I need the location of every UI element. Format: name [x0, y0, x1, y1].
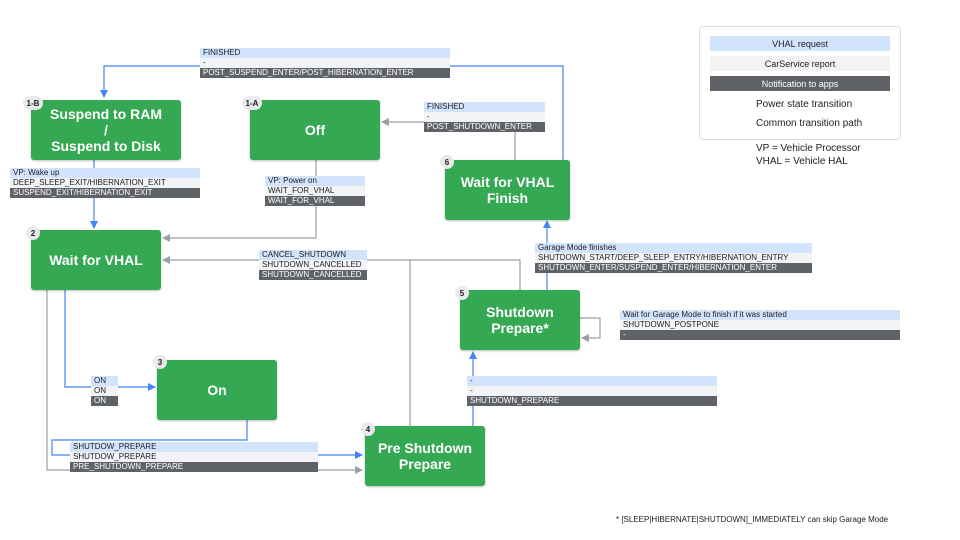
- label-garage-finish: Garage Mode finishes SHUTDOWN_START/DEEP…: [535, 243, 812, 273]
- state-pre-shutdown-line1: Pre Shutdown: [377, 440, 473, 456]
- state-shutdown-prepare-line2: Prepare*: [491, 320, 549, 336]
- label-off-finished: FINISHED - POST_SHUTDOWN_ENTER: [424, 102, 545, 132]
- abbrev-vhal: VHAL = Vehicle HAL: [756, 156, 848, 167]
- state-suspend-line3: Suspend to Disk: [51, 138, 161, 154]
- state-wait-for-vhal-badge: 2: [26, 226, 40, 240]
- state-pre-shutdown-prepare: Pre Shutdown Prepare: [365, 426, 485, 486]
- label-pre-shutdown: SHUTDOW_PREPARE SHUTDOW_PREPARE PRE_SHUT…: [70, 442, 318, 472]
- app-notification: SHUTDOWN_ENTER/SUSPEND_ENTER/HIBERNATION…: [535, 263, 812, 273]
- vhal-request: CANCEL_SHUTDOWN: [259, 250, 367, 260]
- state-off: Off: [250, 100, 380, 160]
- carservice-report: WAIT_FOR_VHAL: [265, 186, 365, 196]
- app-notification: SUSPEND_EXIT/HIBERNATION_EXIT: [10, 188, 200, 198]
- vhal-request: VP: Power on: [265, 176, 365, 186]
- state-suspend-line2: /: [104, 122, 108, 138]
- state-shutdown-prepare-badge: 5: [455, 286, 469, 300]
- state-wait-for-vhal: Wait for VHAL: [31, 230, 161, 290]
- state-wait-finish-line2: Finish: [486, 190, 529, 206]
- app-notification: POST_SHUTDOWN_ENTER: [424, 122, 545, 132]
- legend-power-state-transition: Power state transition: [756, 99, 853, 110]
- carservice-report: SHUTDOWN_CANCELLED: [259, 260, 367, 270]
- state-shutdown-prepare: Shutdown Prepare*: [460, 290, 580, 350]
- state-suspend-badge: 1-B: [23, 96, 43, 110]
- app-notification: -: [620, 330, 900, 340]
- state-suspend-line1: Suspend to RAM: [50, 106, 162, 122]
- legend: VHAL request CarService report Notificat…: [699, 26, 901, 140]
- carservice-report: SHUTDOWN_START/DEEP_SLEEP_ENTRY/HIBERNAT…: [535, 253, 812, 263]
- edge-wait-to-on: [64, 290, 156, 391]
- carservice-report: SHUTDOW_PREPARE: [70, 452, 318, 462]
- legend-notification: Notification to apps: [710, 76, 890, 91]
- state-on-label: On: [207, 382, 227, 398]
- carservice-report: ON: [91, 386, 118, 396]
- state-on: On: [157, 360, 277, 420]
- vhal-request: VP: Wake up: [10, 168, 200, 178]
- vhal-request: ON: [91, 376, 118, 386]
- carservice-report: SHUTDOWN_POSTPONE: [620, 320, 900, 330]
- app-notification: WAIT_FOR_VHAL: [265, 196, 365, 206]
- vhal-request: Wait for Garage Mode to finish if it was…: [620, 310, 900, 320]
- state-wait-finish-line1: Wait for VHAL: [460, 174, 555, 190]
- state-off-badge: 1-A: [242, 96, 262, 110]
- state-shutdown-prepare-line1: Shutdown: [486, 304, 554, 320]
- label-power-on: VP: Power on WAIT_FOR_VHAL WAIT_FOR_VHAL: [265, 176, 365, 206]
- carservice-report: DEEP_SLEEP_EXIT/HIBERNATION_EXIT: [10, 178, 200, 188]
- label-postpone: Wait for Garage Mode to finish if it was…: [620, 310, 900, 340]
- footnote: * [SLEEP|HIBERNATE|SHUTDOWN]_IMMEDIATELY…: [616, 515, 889, 524]
- app-notification: SHUTDOWN_PREPARE: [467, 396, 717, 406]
- vhal-request: Garage Mode finishes: [535, 243, 812, 253]
- edge-shutdownprepare-self-loop: [580, 317, 601, 342]
- app-notification: SHUTDOWN_CANCELLED: [259, 270, 367, 280]
- app-notification: PRE_SHUTDOWN_PREPARE: [70, 462, 318, 472]
- legend-vhal-request: VHAL request: [710, 36, 890, 51]
- vhal-request: -: [467, 376, 717, 386]
- legend-common-transition-path: Common transition path: [756, 118, 863, 129]
- label-on: ON ON ON: [91, 376, 118, 406]
- state-off-label: Off: [304, 122, 326, 138]
- vhal-request: FINISHED: [424, 102, 545, 112]
- label-cancel-shutdown: CANCEL_SHUTDOWN SHUTDOWN_CANCELLED SHUTD…: [259, 250, 367, 280]
- state-pre-shutdown-line2: Prepare: [398, 456, 452, 472]
- state-pre-shutdown-badge: 4: [361, 422, 375, 436]
- carservice-report: -: [200, 58, 450, 68]
- carservice-report: -: [467, 386, 717, 396]
- legend-carservice-report: CarService report: [710, 56, 890, 71]
- vhal-request: FINISHED: [200, 48, 450, 58]
- abbrev-vp: VP = Vehicle Processor: [756, 143, 861, 154]
- state-on-badge: 3: [153, 355, 167, 369]
- label-wakeup: VP: Wake up DEEP_SLEEP_EXIT/HIBERNATION_…: [10, 168, 200, 198]
- state-wait-for-vhal-label: Wait for VHAL: [49, 252, 143, 268]
- label-shutdown-prepare: - - SHUTDOWN_PREPARE: [467, 376, 717, 406]
- state-wait-for-vhal-finish-badge: 6: [440, 155, 454, 169]
- vhal-request: SHUTDOW_PREPARE: [70, 442, 318, 452]
- app-notification: POST_SUSPEND_ENTER/POST_HIBERNATION_ENTE…: [200, 68, 450, 78]
- app-notification: ON: [91, 396, 118, 406]
- label-top-finished: FINISHED - POST_SUSPEND_ENTER/POST_HIBER…: [200, 48, 450, 78]
- state-wait-for-vhal-finish: Wait for VHAL Finish: [445, 160, 570, 220]
- state-suspend: Suspend to RAM / Suspend to Disk: [31, 100, 181, 160]
- carservice-report: -: [424, 112, 545, 122]
